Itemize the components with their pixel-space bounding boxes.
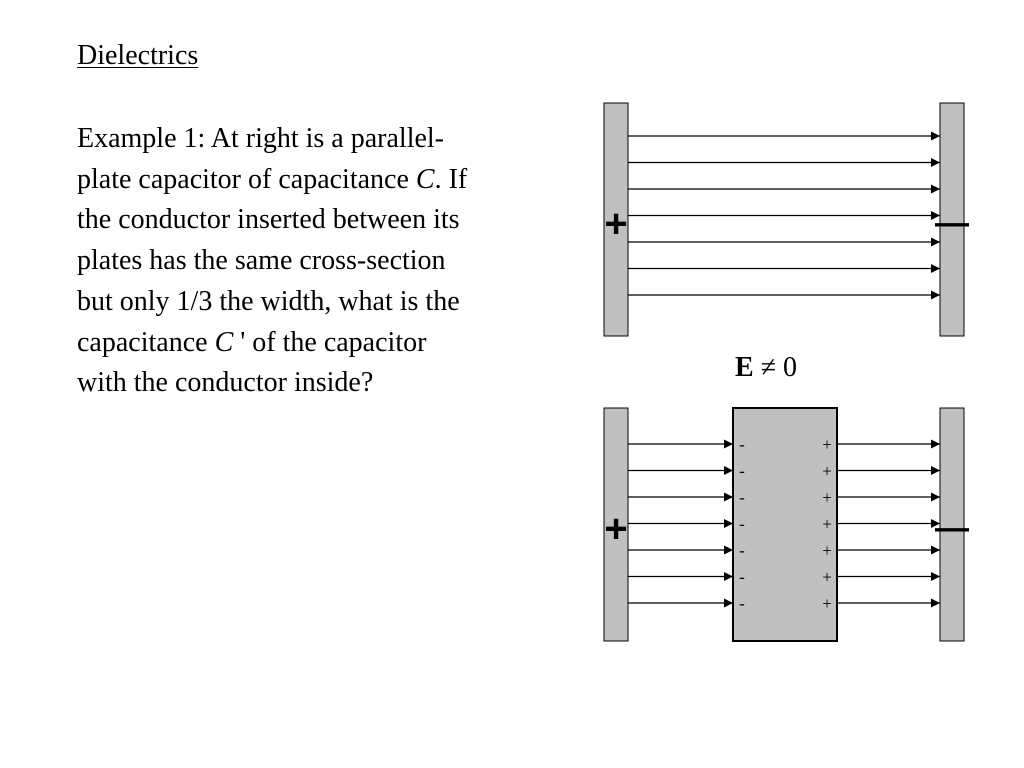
field-label: E ≠ 0 — [735, 350, 855, 386]
capacitance-prime-variable: C — [214, 326, 234, 358]
top-field-lines — [628, 131, 940, 300]
top-right-plate — [939, 102, 965, 337]
induced-negative-charge: - — [739, 541, 745, 560]
bottom-capacitor: - + - + - + - + - + - + - + + — — [603, 407, 969, 642]
problem-line-5: but only 1/3 the width, what is the — [77, 285, 460, 317]
problem-line-7: with the conductor inside? — [77, 367, 374, 399]
field-symbol: E — [735, 352, 754, 383]
bottom-field-lines — [628, 439, 940, 608]
problem-line-2: plate capacitor of capacitance C. If — [77, 160, 597, 201]
problem-line-6: capacitance C ' of the capacitor — [77, 323, 597, 364]
induced-negative-charge: - — [739, 488, 745, 507]
slide-title: Dielectrics — [77, 40, 199, 71]
problem-line-6-text-a: capacitance — [77, 326, 215, 358]
problem-line-4: plates has the same cross-section — [77, 245, 446, 277]
top-capacitor: + — — [603, 102, 969, 337]
induced-negative-charge: - — [739, 594, 745, 613]
capacitance-variable: C — [415, 163, 435, 195]
problem-line-1: Example 1: At right is a parallel- — [77, 123, 445, 154]
bottom-negative-sign: — — [935, 509, 969, 547]
problem-statement: Example 1: At right is a parallel- plate… — [77, 119, 597, 404]
induced-positive-charge: + — [822, 541, 832, 560]
problem-line-2-text-b: . If — [434, 163, 468, 195]
induced-positive-charge: + — [822, 568, 832, 587]
bottom-right-plate — [939, 407, 965, 642]
field-relation: ≠ 0 — [753, 352, 798, 383]
problem-line-3: the conductor inserted between its — [77, 204, 460, 236]
problem-line-6-text-b: ' of the capacitor — [233, 326, 427, 358]
induced-positive-charge: + — [822, 594, 832, 613]
induced-negative-charge: - — [739, 462, 745, 481]
induced-positive-charge: + — [822, 435, 832, 454]
induced-negative-charge: - — [739, 568, 745, 587]
induced-negative-charge: - — [739, 515, 745, 534]
induced-negative-charge: - — [739, 435, 745, 454]
conductor-slab — [732, 407, 838, 642]
top-positive-sign: + — [604, 202, 627, 246]
induced-charges: - + - + - + - + - + - + - + — [739, 435, 832, 613]
induced-positive-charge: + — [822, 515, 832, 534]
top-left-plate — [603, 102, 629, 337]
bottom-positive-sign: + — [604, 507, 627, 551]
top-negative-sign: — — [935, 204, 969, 242]
induced-positive-charge: + — [822, 462, 832, 481]
problem-line-2-text-a: plate capacitor of capacitance — [77, 163, 416, 195]
bottom-left-plate — [603, 407, 629, 642]
induced-positive-charge: + — [822, 488, 832, 507]
